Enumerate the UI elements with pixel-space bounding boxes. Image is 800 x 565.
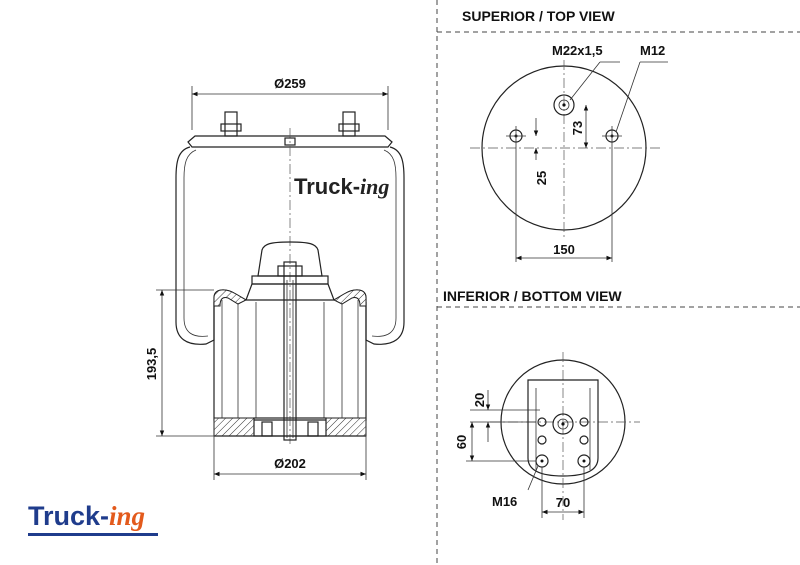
top-hole-right <box>602 126 622 146</box>
view-dividers <box>436 0 800 565</box>
side-view: Ø259 <box>144 76 405 480</box>
brand-logo: Truck-ing <box>28 501 158 536</box>
bottom-60-label: 60 <box>454 435 469 449</box>
top-offset-73-label: 73 <box>570 121 585 135</box>
top-diameter-label: Ø259 <box>274 76 306 91</box>
bottom-20-label: 20 <box>472 393 487 407</box>
top-thread-large-label: M22x1,5 <box>552 43 603 58</box>
brand-logo-text: Truck-ing <box>28 501 145 531</box>
top-offset-25-label: 25 <box>534 171 549 185</box>
bottom-view-header: INFERIOR / BOTTOM VIEW <box>443 288 622 304</box>
bottom-view: 20 60 M16 70 <box>454 352 640 520</box>
bottom-small-holes <box>537 417 589 445</box>
height-label: 193,5 <box>144 348 159 381</box>
top-view: M22x1,5 M12 73 25 150 <box>470 43 668 262</box>
bottom-70-label: 70 <box>556 495 570 510</box>
brand-logo-underline <box>28 533 158 536</box>
top-hole-left <box>506 126 526 146</box>
top-spacing-150-label: 150 <box>553 242 575 257</box>
top-hole-large <box>553 94 575 116</box>
bottom-diameter-label: Ø202 <box>274 456 306 471</box>
bellow-brand-label: Truck-ing <box>294 174 389 199</box>
top-studs <box>220 111 360 146</box>
top-view-header: SUPERIOR / TOP VIEW <box>462 8 616 24</box>
top-thread-small-label: M12 <box>640 43 665 58</box>
bottom-thread-label: M16 <box>492 494 517 509</box>
